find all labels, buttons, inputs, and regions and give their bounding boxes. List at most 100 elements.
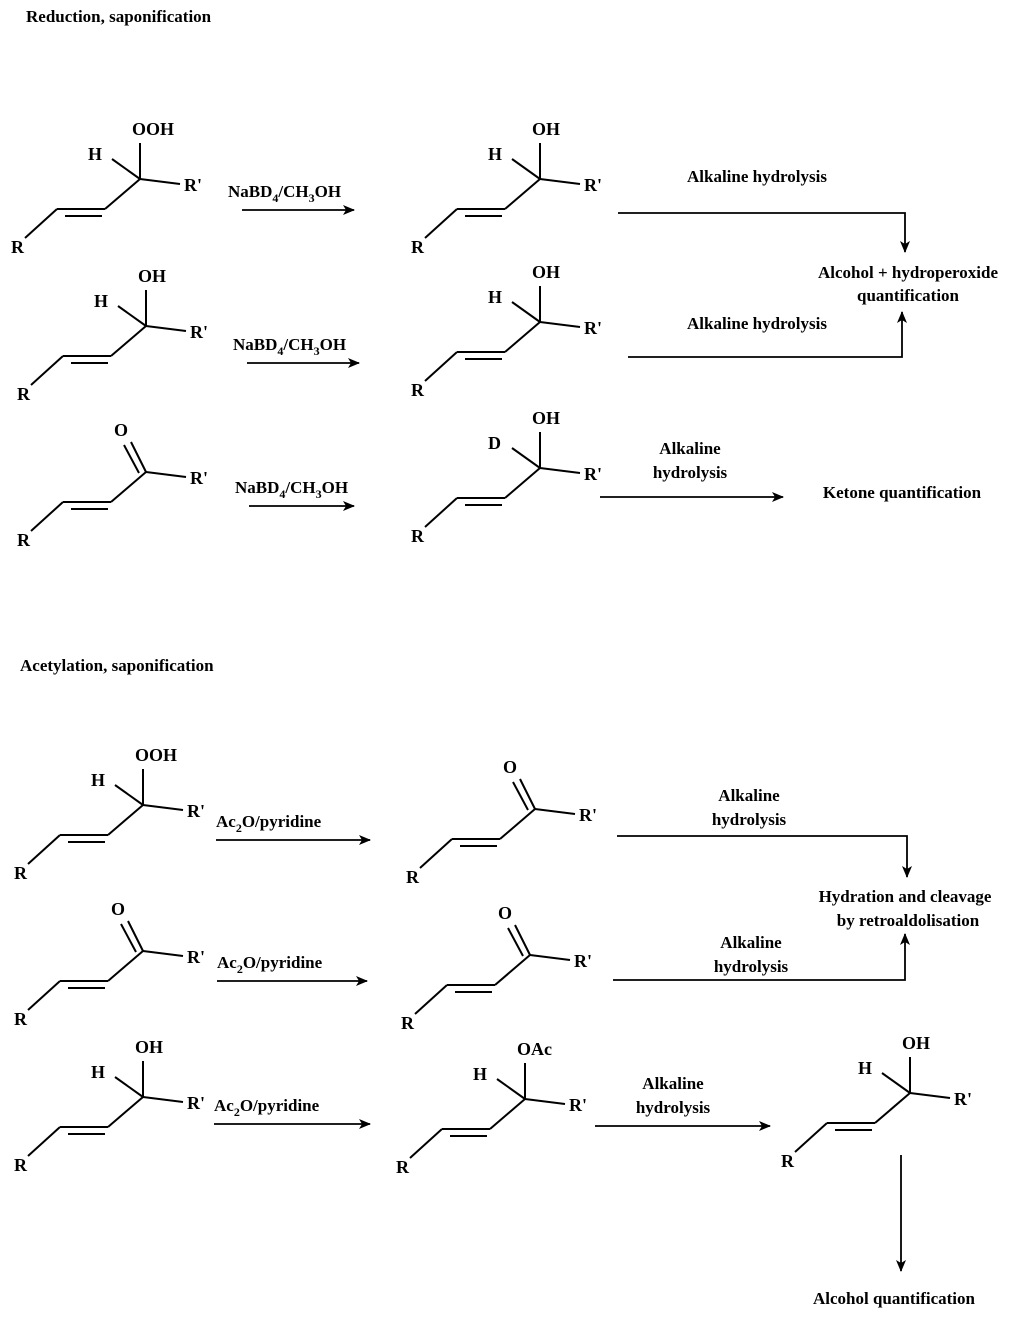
rprime-bond — [145, 325, 187, 332]
mol-product-7: RR'OHH — [781, 1033, 972, 1171]
atom-oh: OH — [902, 1033, 930, 1053]
atom-r-prime: R' — [584, 318, 602, 338]
atom-h: H — [91, 1062, 105, 1082]
reagent-label: Ac2O/pyridine — [214, 1096, 320, 1119]
atom-h: H — [473, 1064, 487, 1084]
reagent-subscript: 4 — [272, 191, 278, 205]
h-bond — [114, 1076, 144, 1098]
h-bond — [496, 1078, 526, 1100]
atom-o: O — [498, 903, 512, 923]
label-alkaline-hydrolysis-2: Alkaline hydrolysis — [687, 314, 827, 333]
chain-bond — [30, 355, 64, 386]
chain-bond — [409, 1128, 443, 1159]
h-bond — [881, 1072, 911, 1094]
h-bond — [511, 447, 541, 469]
reagent-text: NaBD — [235, 478, 279, 497]
reagent-text: NaBD — [233, 335, 277, 354]
chain-bond — [27, 980, 61, 1011]
atom-r: R — [401, 1013, 415, 1033]
reagent-text: Ac — [214, 1096, 234, 1115]
label-ketone-quantification: Ketone quantification — [823, 483, 982, 502]
chain-bond — [27, 1126, 61, 1157]
atom-r: R — [11, 237, 25, 257]
atom-r: R — [17, 384, 31, 404]
rprime-bond — [539, 467, 581, 474]
section-title-acetylation: Acetylation, saponification — [20, 656, 214, 675]
atom-o: O — [503, 757, 517, 777]
atom-r-prime: R' — [579, 805, 597, 825]
rprime-bond — [909, 1092, 951, 1099]
rprime-bond — [139, 178, 181, 185]
label-alcohol-hydroperoxide: Alcohol + hydroperoxide — [818, 263, 998, 282]
chain-bond — [489, 1098, 526, 1130]
chain-bond — [30, 501, 64, 532]
atom-oh: OH — [138, 266, 166, 286]
h-bond — [111, 158, 141, 180]
reagent-subscript: 3 — [316, 487, 322, 501]
reagent-label: NaBD4/CH3OH — [233, 335, 346, 358]
reagent-text: /CH — [282, 335, 313, 354]
atom-r: R — [14, 1155, 28, 1175]
h-bond — [511, 158, 541, 180]
atom-r: R — [411, 526, 425, 546]
section-title-reduction: Reduction, saponification — [26, 7, 212, 26]
label-alcohol-hydroperoxide-2: quantification — [857, 286, 960, 305]
reagent-label: NaBD4/CH3OH — [228, 182, 341, 205]
rprime-bond — [142, 950, 184, 957]
reagent-text: /CH — [284, 478, 315, 497]
reaction-6: Ac2O/pyridine — [214, 1096, 371, 1129]
reagent-label: Ac2O/pyridine — [216, 812, 322, 835]
atom-h: H — [88, 144, 102, 164]
atom-r-prime: R' — [190, 468, 208, 488]
atom-r: R — [781, 1151, 795, 1171]
chain-bond — [107, 804, 144, 836]
chain-bond — [504, 467, 541, 499]
h-bond — [117, 305, 147, 327]
reagent-subscript: 4 — [277, 344, 283, 358]
carbonyl-bond-inner — [512, 781, 529, 811]
atom-r-prime: R' — [187, 947, 205, 967]
chain-bond — [414, 984, 448, 1015]
rprime-bond — [539, 321, 581, 328]
mol-product-3: RR'OHD — [411, 408, 602, 546]
reagent-text: Ac — [217, 953, 237, 972]
rprime-bond — [524, 1098, 566, 1105]
rprime-bond — [145, 471, 187, 478]
atom-r-prime: R' — [584, 175, 602, 195]
reagent-text: OH — [320, 335, 346, 354]
reagent-text: NaBD — [228, 182, 272, 201]
chain-bond — [504, 321, 541, 353]
reagent-label: NaBD4/CH3OH — [235, 478, 348, 501]
atom-h: H — [94, 291, 108, 311]
reaction-2: NaBD4/CH3OH — [233, 335, 360, 368]
reaction-5: Ac2O/pyridine — [217, 953, 368, 986]
rprime-bond — [142, 1096, 184, 1103]
atom-r-prime: R' — [184, 175, 202, 195]
reagent-text: OH — [322, 478, 348, 497]
atom-o: O — [114, 420, 128, 440]
label-hydrolysis-6: hydrolysis — [636, 1098, 711, 1117]
atom-r: R — [411, 237, 425, 257]
mol-product-2: RR'OHH — [411, 262, 602, 400]
reagent-subscript: 3 — [314, 344, 320, 358]
atom-r: R — [14, 1009, 28, 1029]
reagent-text: O/pyridine — [240, 1096, 320, 1115]
chain-bond — [419, 838, 453, 869]
rprime-bond — [142, 804, 184, 811]
mol-ketone-1: RR'O — [17, 420, 208, 550]
chain-bond — [794, 1122, 828, 1153]
atom-h: H — [488, 144, 502, 164]
atom-d: D — [488, 433, 501, 453]
reagent-text: Ac — [216, 812, 236, 831]
reagent-text: /CH — [277, 182, 308, 201]
mol-alcohol-2: RR'OHH — [14, 1037, 205, 1175]
atom-r: R — [406, 867, 420, 887]
reaction-1: NaBD4/CH3OH — [228, 182, 355, 215]
chain-bond — [110, 471, 147, 503]
